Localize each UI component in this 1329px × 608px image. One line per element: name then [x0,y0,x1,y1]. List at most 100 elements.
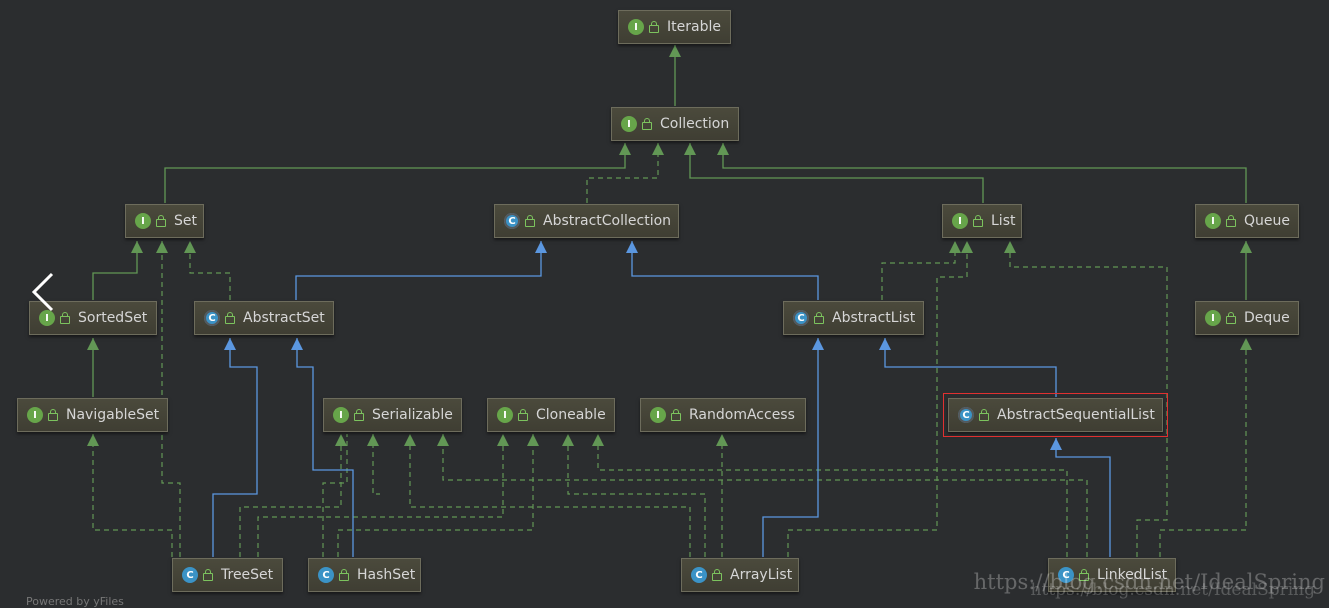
node-abstract-sequential-list[interactable]: C AbstractSequentialList [943,393,1168,437]
edge-arraylist-serializable [409,434,691,557]
node-label: RandomAccess [689,407,795,423]
interface-icon: I [621,116,637,132]
node-set[interactable]: I Set [125,204,204,238]
node-label: Set [174,213,197,229]
node-label: Deque [1244,310,1290,326]
edge-abstractlist-list [881,241,956,300]
arrowhead-set-3 [184,241,196,253]
edge-hashset-cloneable [337,434,534,557]
node-label: SortedSet [78,310,148,326]
public-lock-icon [60,312,70,324]
class-icon: C [691,567,707,583]
edge-serializable-gap [372,434,380,495]
class-icon: C [318,567,334,583]
arrowhead-set-2 [156,241,168,253]
public-lock-icon [649,21,659,33]
node-label: AbstractCollection [543,213,672,229]
interface-icon: I [39,310,55,326]
interface-icon: I [628,19,644,35]
edge-set-collection [164,143,626,203]
node-navigable-set[interactable]: I NavigableSet [17,398,168,432]
arrowhead-collection-4 [717,143,729,155]
edge-linkedlist-deque [1159,338,1247,557]
node-iterable[interactable]: I Iterable [618,10,731,44]
node-collection[interactable]: I Collection [611,107,739,141]
node-cloneable[interactable]: I Cloneable [487,398,615,432]
node-label: Cloneable [536,407,606,423]
arrowhead-serializable-1 [335,434,347,446]
node-queue[interactable]: I Queue [1195,204,1299,238]
interface-icon: I [1205,310,1221,326]
edge-abstractset-set [189,241,231,300]
arrowhead-collection-2 [652,143,664,155]
arrowhead-abstractset-1 [224,338,236,350]
edge-treeset-serializable [239,434,342,557]
node-deque[interactable]: I Deque [1195,301,1299,335]
public-lock-icon [1226,215,1236,227]
arrowhead-sortedset [87,338,99,350]
abstract-class-icon: C [204,310,220,326]
interface-icon: I [952,213,968,229]
arrowhead-navigableset [87,434,99,446]
arrowhead-abstractcollection-1 [535,241,547,253]
edge-treeset-abstractset [212,338,258,557]
node-hash-set[interactable]: C HashSet [308,558,421,592]
node-label: HashSet [357,567,416,583]
node-label: AbstractList [832,310,916,326]
arrowhead-serializable-2 [367,434,379,446]
arrowhead-cloneable-3 [562,434,574,446]
arrowhead-abstractsequentiallist [1050,438,1062,450]
arrowhead-collection-3 [684,143,696,155]
node-linked-list[interactable]: C LinkedList [1048,558,1176,592]
chevron-left-icon[interactable] [30,272,62,312]
node-label: Queue [1244,213,1290,229]
node-label: Collection [660,116,730,132]
node-abstract-set[interactable]: C AbstractSet [194,301,334,335]
node-serializable[interactable]: I Serializable [323,398,462,432]
arrowhead-cloneable-1 [497,434,509,446]
edge-list-collection [689,143,984,203]
arrowhead-cloneable-2 [527,434,539,446]
arrowhead-cloneable-4 [592,434,604,446]
node-label: TreeSet [221,567,274,583]
public-lock-icon [48,409,58,421]
node-abstract-collection[interactable]: C AbstractCollection [494,204,679,238]
arrowhead-deque [1240,338,1252,350]
arrowhead-abstractset-2 [291,338,303,350]
public-lock-icon [671,409,681,421]
public-lock-icon [642,118,652,130]
edge-arraylist-abstractlist [762,338,819,557]
edge-queue-collection [722,143,1247,203]
edge-treeset-cloneable [257,434,504,557]
edge-abstractlist-abstractcollection [631,241,819,300]
node-random-access[interactable]: I RandomAccess [640,398,806,432]
node-list[interactable]: I List [942,204,1022,238]
public-lock-icon [1226,312,1236,324]
edge-arraylist-cloneable [567,434,706,557]
arrowhead-randomaccess [716,434,728,446]
edge-hashset-serializable [322,434,348,557]
public-lock-icon [814,312,824,324]
public-lock-icon [518,409,528,421]
interface-icon: I [497,407,513,423]
node-abstract-list[interactable]: C AbstractList [783,301,924,335]
public-lock-icon [712,569,722,581]
public-lock-icon [203,569,213,581]
abstract-class-icon: C [504,213,520,229]
interface-icon: I [650,407,666,423]
node-label: List [991,213,1016,229]
node-label: AbstractSequentialList [997,407,1155,423]
edge-hashset-abstractset [296,338,354,557]
public-lock-icon [225,312,235,324]
arrowhead-list-2 [961,241,973,253]
arrowhead-abstractlist-1 [812,338,824,350]
node-array-list[interactable]: C ArrayList [681,558,799,592]
public-lock-icon [354,409,364,421]
edge-linkedlist-serializable [442,434,1088,557]
interface-icon: I [1205,213,1221,229]
public-lock-icon [525,215,535,227]
node-tree-set[interactable]: C TreeSet [172,558,283,592]
edge-arraylist-list [787,241,968,557]
interface-icon: I [27,407,43,423]
